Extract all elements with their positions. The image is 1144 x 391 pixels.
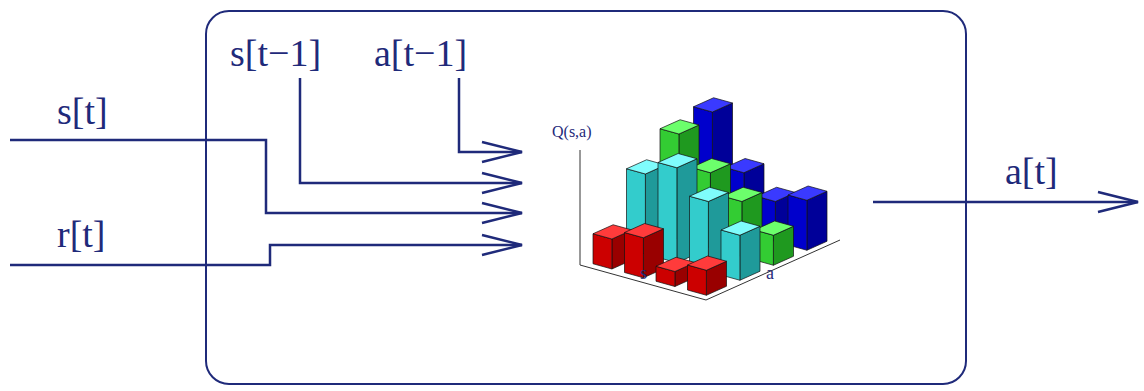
open-arrowhead xyxy=(482,235,522,255)
bar-face xyxy=(658,154,697,168)
bar-face xyxy=(660,120,699,134)
state-memory-label: a[t−1] xyxy=(374,34,467,72)
bar-face xyxy=(690,187,729,201)
bar-face xyxy=(788,186,827,200)
bar-face xyxy=(807,191,827,250)
input-signal: r[t] xyxy=(57,215,106,253)
bar-face xyxy=(625,224,664,238)
wires xyxy=(10,78,1138,265)
open-arrowhead xyxy=(482,142,522,162)
signal-wire xyxy=(10,140,522,213)
signal-wire xyxy=(459,78,522,152)
signal-wire xyxy=(300,78,522,183)
signal-wire xyxy=(873,201,1138,204)
input-signal: s[t] xyxy=(57,92,108,130)
agent-box: s[t−1] a[t−1] xyxy=(205,10,967,385)
axis-label: Q(s,a) xyxy=(552,124,592,140)
q-table-chart xyxy=(580,98,840,300)
axis-label: a xyxy=(766,264,774,282)
chart-axes xyxy=(580,150,840,300)
open-arrowhead xyxy=(482,203,522,223)
bar-face xyxy=(688,256,727,270)
bar-face xyxy=(721,221,760,235)
state-memory-label: s[t−1] xyxy=(230,34,321,72)
output-signal: a[t] xyxy=(1005,152,1058,190)
open-arrowhead xyxy=(482,173,522,193)
bar-face xyxy=(740,226,760,280)
bar-face xyxy=(694,98,733,112)
axis-label: s xyxy=(640,264,647,282)
open-arrowhead xyxy=(1098,192,1138,212)
q-value-bar xyxy=(688,256,727,295)
bar-face xyxy=(593,234,612,269)
